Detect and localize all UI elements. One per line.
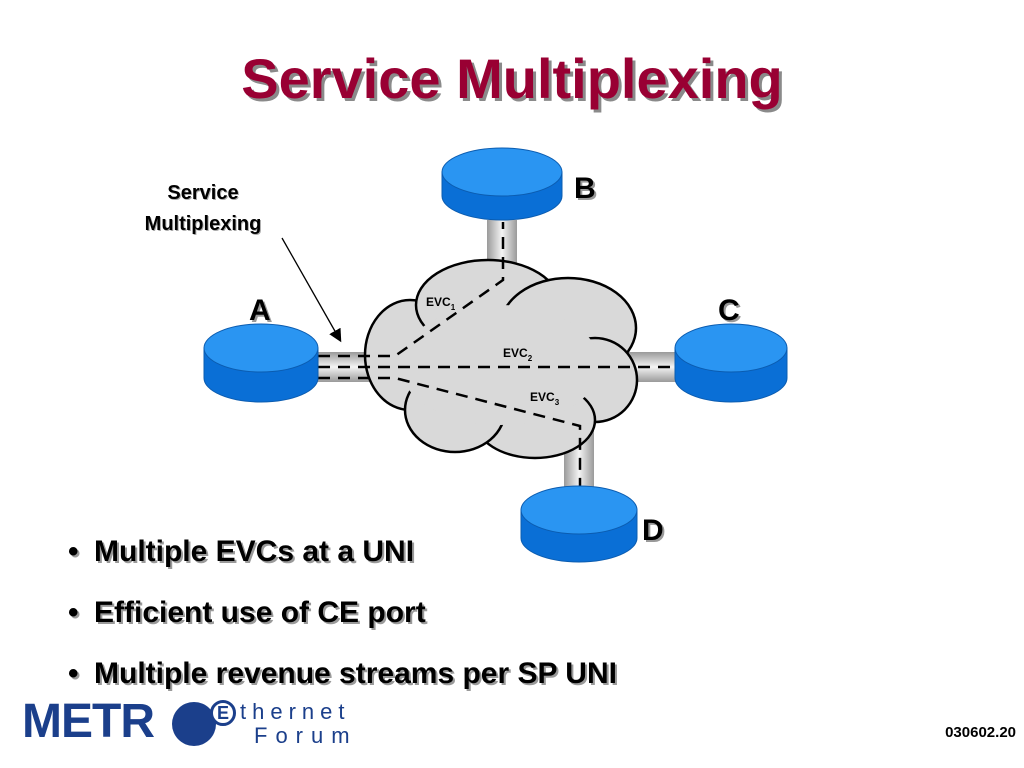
bullet-text: Multiple EVCs at a UNI [94,535,415,568]
evc1-label: EVC1 [426,295,456,312]
node-label-b: B [574,172,596,205]
evc2-label: EVC2 [503,346,533,363]
metro-ethernet-forum-logo: METR E thernet Forum [22,695,362,750]
evc1-path [318,222,505,358]
node-label-a: A [249,294,271,327]
bullet-dot: • [68,596,79,629]
bullet-dot: • [68,535,79,568]
node-label-d: D [642,514,664,547]
evc3-path [318,376,582,490]
bullet-item: • Multiple revenue streams per SP UNI [68,657,617,718]
node-label-c: C [718,294,740,327]
slide-number: 030602.20 [945,724,1016,741]
evc2-label-sub: 2 [528,354,533,363]
node-d [520,485,638,563]
logo-metro-text: METR [22,695,155,748]
logo-ethernet-text: thernet [240,699,351,724]
evc3-label-sub: 3 [555,398,560,407]
node-a [203,323,319,403]
evc3-label: EVC3 [530,390,560,407]
evc3-label-base: EVC [530,390,555,404]
slide-title: Service Multiplexing [241,47,783,110]
bullet-dot: • [68,657,79,690]
bullet-text: Multiple revenue streams per SP UNI [94,657,617,690]
node-b [441,147,563,221]
annotation-line2: Multiplexing [145,213,262,235]
bullet-item: • Multiple EVCs at a UNI [68,535,617,596]
annotation-arrow [281,237,342,343]
logo-forum-text: Forum [254,723,358,748]
node-c [674,323,788,403]
bullet-item: • Efficient use of CE port [68,596,617,657]
annotation-line1: Service [167,182,238,204]
bullet-list: • Multiple EVCs at a UNI • Efficient use o… [68,535,617,718]
bullet-text: Efficient use of CE port [94,596,426,629]
logo-e-circle: E [210,700,236,726]
logo-o-circle [172,702,216,746]
evc-paths [318,222,675,490]
evc1-label-sub: 1 [451,303,456,312]
evc1-label-base: EVC [426,295,451,309]
evc2-label-base: EVC [503,346,528,360]
provider-network-cloud [363,258,639,460]
